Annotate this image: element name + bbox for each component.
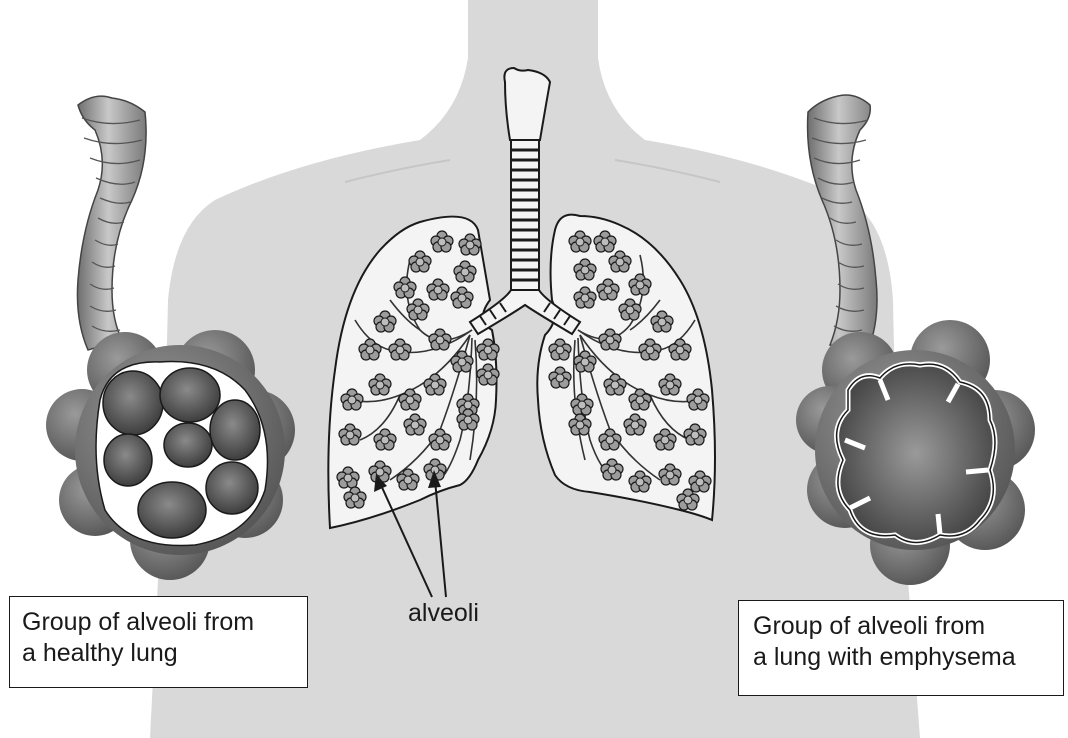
healthy-caption-line1: Group of alveoli from [22,607,295,638]
emphysema-caption-line2: a lung with emphysema [753,642,1051,673]
alveoli-label: alveoli [408,599,479,628]
emphysema-caption-line1: Group of alveoli from [753,611,1051,642]
healthy-caption-line2: a healthy lung [22,638,295,669]
healthy-bronchiole-icon [77,96,146,350]
healthy-caption-box: Group of alveoli from a healthy lung [9,596,308,688]
emphysema-caption-box: Group of alveoli from a lung with emphys… [738,600,1064,696]
